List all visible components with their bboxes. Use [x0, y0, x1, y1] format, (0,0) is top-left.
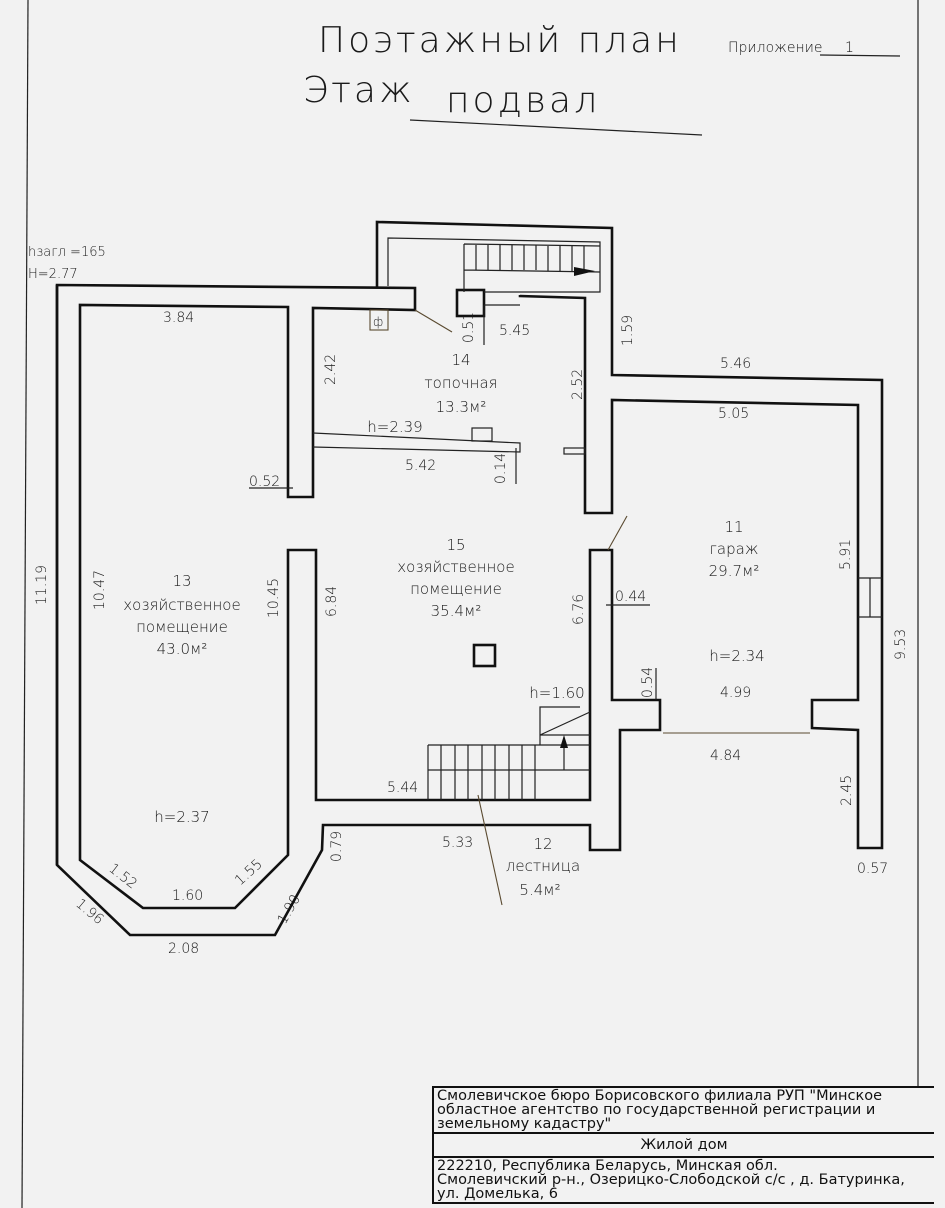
appendix-label: Приложение: [728, 40, 822, 56]
room-15-name2: помещение: [410, 580, 502, 598]
dim-4-99: 4.99: [720, 685, 751, 701]
floor-value: подвал: [446, 80, 600, 121]
floor-label: Этаж: [303, 70, 415, 111]
inner-stair: [427, 706, 591, 906]
title-block-organization: Смолевичское бюро Борисовского филиала Р…: [434, 1088, 934, 1134]
stair-arrow-up-icon: [560, 735, 568, 748]
boiler-icon: [369, 309, 389, 331]
room-14-area: 13.3м²: [436, 398, 487, 416]
room-13-number: 13: [172, 572, 191, 590]
address-line-3: ул. Домелька, 6: [437, 1186, 559, 1202]
dim-1-52: 1.52: [106, 861, 140, 893]
dim-2-08: 2.08: [168, 941, 199, 957]
dim-5-45: 5.45: [499, 323, 530, 339]
dim-1-60: 1.60: [172, 888, 203, 904]
dim-10-45: 10.45: [266, 578, 282, 618]
dim-1-96: 1.96: [72, 896, 106, 928]
stair-arrow-icon: [574, 267, 595, 276]
dim-3-84: 3.84: [163, 310, 194, 326]
sheet-border-left: [21, 0, 29, 1208]
room-12-name: лестница: [506, 857, 580, 875]
room-11-height: h=2.34: [709, 647, 764, 665]
appendix-underline: [819, 54, 901, 57]
foundation-depth: hзагл =165: [28, 245, 106, 260]
dim-0-57: 0.57: [857, 861, 888, 877]
walls: [55, 220, 884, 937]
dim-0-52: 0.52: [249, 474, 280, 490]
dim-0-44: 0.44: [615, 589, 646, 605]
dim-0-14: 0.14: [493, 453, 509, 484]
room-12-number: 12: [533, 835, 552, 853]
outer-stair: [463, 243, 601, 306]
boiler-symbol: ф: [373, 315, 383, 329]
room-15-number: 15: [446, 536, 465, 554]
room-13-name: хозяйственное: [123, 596, 240, 614]
dim-5-91: 5.91: [838, 539, 854, 570]
address-line-2: Смолевичский р-н., Озерицко-Слободской с…: [437, 1172, 905, 1188]
room-11-area: 29.7м²: [709, 562, 760, 580]
dim-0-79: 0.79: [329, 831, 345, 862]
dim-10-47: 10.47: [92, 570, 108, 610]
dim-2-52: 2.52: [570, 369, 586, 400]
dim-6-84: 6.84: [324, 586, 340, 617]
dim-5-46: 5.46: [720, 356, 751, 372]
dim-1-90: 1.90: [275, 892, 304, 927]
dim-5-05: 5.05: [718, 406, 749, 422]
dim-4-84: 4.84: [710, 748, 741, 764]
title-block-object: Жилой дом: [434, 1134, 934, 1158]
title-block: Смолевичское бюро Борисовского филиала Р…: [432, 1086, 934, 1204]
room-15-area: 35.4м²: [431, 602, 482, 620]
plan-title: Поэтажный план: [318, 20, 682, 61]
floor-underline: [409, 119, 703, 136]
room-13-name2: помещение: [136, 618, 228, 636]
room-13-area: 43.0м²: [157, 640, 208, 658]
dim-2-45: 2.45: [839, 775, 855, 806]
address-line-1: 222210, Республика Беларусь, Минская обл…: [437, 1158, 778, 1174]
total-height: H=2.77: [28, 267, 78, 282]
room-11-name: гараж: [710, 540, 759, 558]
dim-0-54: 0.54: [640, 667, 656, 698]
dim-9-53: 9.53: [893, 629, 909, 660]
room-12-area: 5.4м²: [519, 881, 560, 899]
title-block-address: 222210, Республика Беларусь, Минская обл…: [434, 1158, 934, 1202]
room-14-height: h=2.39: [367, 418, 422, 436]
room-13-height: h=2.37: [154, 808, 209, 826]
dim-2-42: 2.42: [323, 354, 339, 385]
room-14-number: 14: [451, 351, 470, 369]
room-14-name: топочная: [424, 374, 497, 392]
dim-0-51: 0.51: [461, 312, 477, 343]
dim-11-19: 11.19: [34, 565, 50, 605]
dim-6-76: 6.76: [571, 594, 587, 625]
dim-5-44: 5.44: [387, 780, 418, 796]
dim-5-33: 5.33: [442, 835, 473, 851]
room-15-name: хозяйственное: [397, 558, 514, 576]
appendix-number: 1: [845, 40, 854, 56]
room-15-stair-height: h=1.60: [529, 684, 584, 702]
room-11-number: 11: [724, 518, 743, 536]
dim-5-42: 5.42: [405, 458, 436, 474]
dim-1-59: 1.59: [620, 315, 636, 346]
